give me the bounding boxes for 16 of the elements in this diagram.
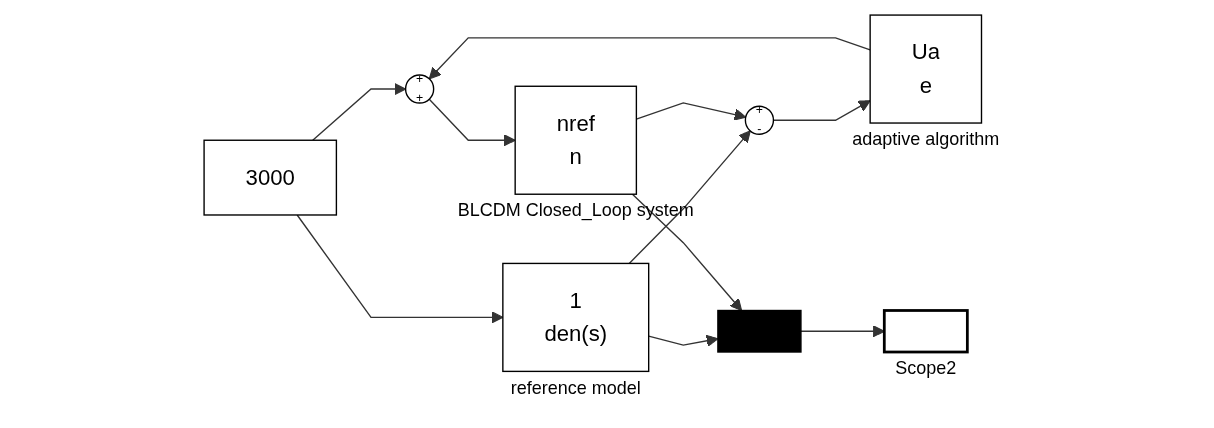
node-circle: + +: [405, 74, 435, 104]
block-caption: reference model: [511, 377, 642, 398]
arrow: [636, 102, 747, 121]
arrow: [632, 193, 743, 312]
node-box: nref n: [514, 85, 638, 195]
node-circle: + -: [745, 105, 775, 135]
node-box: [883, 309, 970, 354]
node-box: Ua e: [869, 14, 983, 124]
node-bar: [717, 309, 802, 353]
node-box: 1 den(s): [502, 262, 650, 373]
arrow: [312, 82, 407, 141]
node-box: 3000: [203, 139, 338, 216]
block-caption: Scope2: [895, 358, 957, 379]
arrow: [628, 130, 752, 265]
block-caption: adaptive algorithm: [852, 129, 1000, 150]
arrow: [296, 214, 504, 324]
